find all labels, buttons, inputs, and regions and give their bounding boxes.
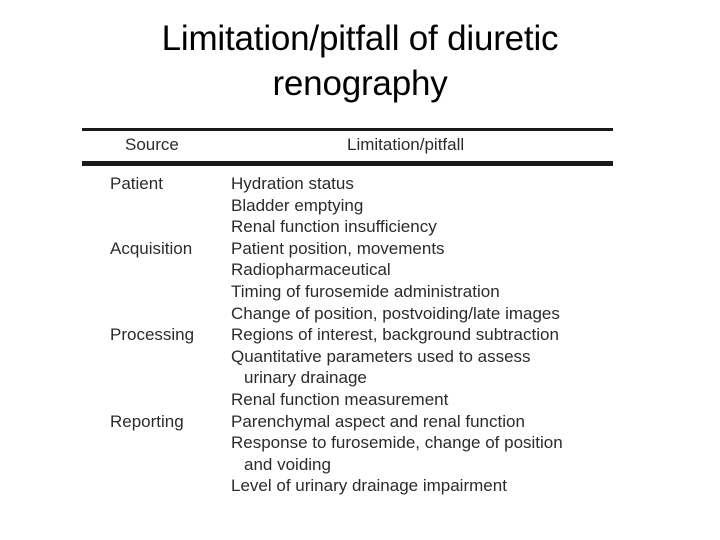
page-title-line-1: Limitation/pitfall of diuretic [161,19,559,58]
table-row: Reporting Parenchymal aspect and renal fu… [82,411,613,433]
table-row: Acquisition Patient position, movements [82,238,613,260]
table-row: Renal function measurement [82,389,613,411]
limitation-item: Hydration status [231,174,354,193]
limitation-item: Patient position, movements [231,238,445,258]
table-row: Response to furosemide, change of positi… [82,432,613,454]
table-header-rule [82,161,613,166]
source-label: Acquisition [110,238,193,258]
limitation-item: Timing of furosemide administration [231,281,500,301]
limitation-item-continuation: urinary drainage [244,368,367,388]
limitation-item: Response to furosemide, change of positi… [231,433,563,453]
table-header-row: Source Limitation/pitfall [82,131,613,161]
limitation-item-continuation: and voiding [244,454,331,474]
table-row: Renal function insufficiency [82,216,613,238]
limitations-table: Source Limitation/pitfall Patient Hydrati… [82,128,613,497]
limitation-item: Quantitative parameters used to assess [231,346,531,366]
column-header-limitation: Limitation/pitfall [347,135,465,154]
table-top-rule [82,128,613,131]
source-label: Reporting [110,411,184,431]
table-row: Bladder emptying [82,195,613,217]
table-row: Quantitative parameters used to assess [82,346,613,368]
limitation-item: Bladder emptying [231,195,364,215]
table-group: Processing Regions of interest, backgroun… [82,324,613,410]
table-row: Processing Regions of interest, backgroun… [82,324,613,346]
page-title: Limitation/pitfall of diuretic renograph… [60,16,660,106]
source-label: Patient [110,174,163,193]
limitation-item: Regions of interest, background subtract… [231,325,559,345]
page-title-line-2: renography [272,64,448,103]
limitation-item: Radiopharmaceutical [231,260,391,280]
table-row: Change of position, postvoiding/late ima… [82,303,613,325]
limitation-item: Parenchymal aspect and renal function [231,411,525,431]
table-row: Level of urinary drainage impairment [82,475,613,497]
limitation-item: Change of position, postvoiding/late ima… [231,303,560,323]
limitation-item: Renal function insufficiency [231,217,437,237]
table-group: Reporting Parenchymal aspect and renal fu… [82,411,613,497]
table-row: Patient Hydration status [82,173,613,195]
limitation-item: Renal function measurement [231,389,449,409]
column-header-source: Source [125,135,179,154]
table-row: urinary drainage [82,367,613,389]
table-row: Timing of furosemide administration [82,281,613,303]
limitation-item: Level of urinary drainage impairment [231,476,507,496]
source-label: Processing [110,325,195,345]
table-row: Radiopharmaceutical [82,259,613,281]
table-row: and voiding [82,454,613,476]
